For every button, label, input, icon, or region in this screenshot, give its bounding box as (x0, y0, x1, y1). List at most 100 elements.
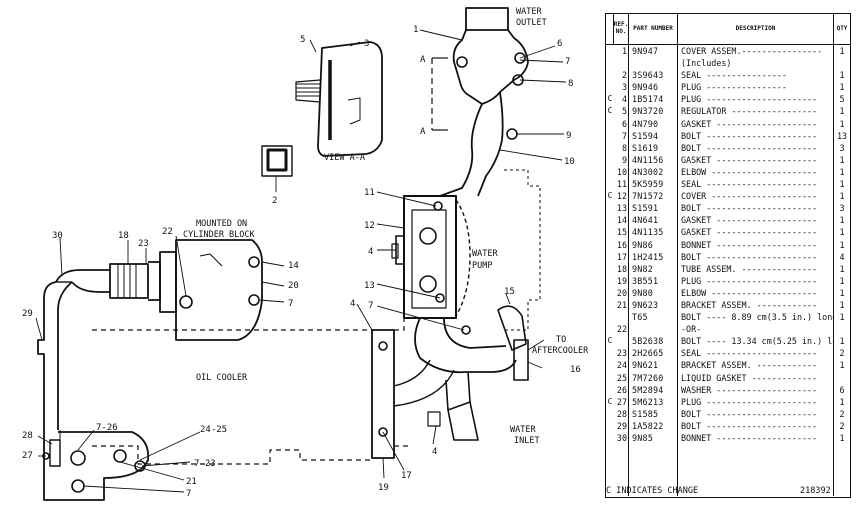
bottom-bracket (42, 430, 150, 501)
caption-water-outlet: OUTLET (516, 18, 547, 28)
callout-14: 14 (288, 261, 299, 271)
cell-description: LIQUID GASKET ------------- (681, 372, 818, 383)
cell-description: BONNET -------------------- (681, 433, 818, 443)
cell-part-number: 5K5959 (632, 179, 664, 190)
table-row: (Includes) (606, 57, 850, 69)
caption-water-inlet: INLET (514, 436, 540, 446)
cell-part-number: 9N82 (632, 263, 653, 274)
callout-7-26: 7-26 (96, 423, 118, 433)
cell-change-flag (606, 275, 614, 287)
cell-qty: 1 (839, 227, 845, 238)
cell-part-number: 9N947 (632, 46, 659, 56)
callout-28: 28 (22, 431, 33, 441)
header-part-number: PART NUMBER (629, 14, 678, 44)
cell-qty: 1 (839, 118, 845, 129)
cell-description: GASKET -------------------- (681, 227, 818, 238)
cell-description: WASHER -------------------- (681, 384, 818, 395)
cell-part-number (629, 323, 678, 335)
cell-ref-no: 21 (616, 299, 627, 310)
cell-part-number: S1585 (632, 408, 659, 419)
cell-part-number: 9N85 (632, 433, 653, 443)
cylinder-block-housing (175, 239, 263, 341)
cell-qty: 1 (839, 166, 845, 177)
cell-ref-no: 23 (616, 348, 627, 359)
cell-change-flag (606, 384, 614, 396)
table-body: 1 9N947 COVER ASSEM.---------------- 1 (Inc… (606, 45, 850, 496)
section-line-a-a (431, 57, 448, 131)
cell-ref-no: 19 (616, 275, 627, 286)
cover-assembly (439, 7, 529, 197)
cell-part-number: 3S9643 (632, 70, 664, 81)
cell-change-flag (606, 154, 614, 166)
pump-outlet-elbow (414, 305, 529, 441)
cell-part-number (629, 57, 678, 69)
cell-part-number: 5M6213 (632, 396, 664, 407)
cell-part-number: 9N621 (632, 360, 659, 371)
cell-ref-no (614, 311, 629, 323)
callout-29: 29 (22, 309, 33, 319)
regulator-detail (295, 41, 383, 157)
cell-change-flag (606, 178, 614, 190)
cell-ref-no: 5 (621, 106, 627, 117)
cell-part-number: 4N1135 (632, 227, 664, 238)
cell-part-number: T65 (632, 312, 648, 323)
cell-qty (834, 57, 850, 69)
cell-ref-no: 8 (621, 142, 627, 153)
callout-8: 8 (568, 79, 573, 89)
callout-13: 13 (364, 281, 375, 291)
cell-change-flag (606, 214, 614, 226)
cell-change-flag (606, 57, 614, 69)
callout-20: 20 (288, 281, 299, 291)
cell-change-flag (606, 372, 614, 384)
cell-description: BOLT ---------------------- (681, 408, 818, 419)
cell-description: COVER --------------------- (681, 191, 818, 202)
cell-description: SEAL ---------------- (681, 70, 787, 81)
cell-qty: 1 (839, 287, 845, 298)
figure-number: 218392 (800, 486, 831, 496)
cell-change-flag (606, 408, 614, 420)
cell-change-flag: C (607, 106, 613, 116)
cell-change-flag (606, 239, 614, 251)
cell-description: PLUG ---------------------- (681, 396, 818, 407)
cell-description: GASKET -------------------- (681, 215, 818, 226)
cell-qty: 1 (839, 360, 845, 371)
callout-7: 7 (368, 301, 373, 311)
cell-qty: 1 (839, 191, 845, 202)
cell-ref-no: 26 (616, 384, 627, 395)
cell-ref-no: 25 (616, 372, 627, 383)
cell-description: BOLT ---- 13.34 cm(5.25 in.) long --- (681, 336, 834, 347)
caption-water-pump: WATER (472, 249, 498, 259)
cell-description: COVER ASSEM.---------------- (681, 46, 823, 56)
callout-17: 17 (401, 471, 412, 481)
cell-part-number: 1B5174 (632, 94, 664, 105)
exploded-parts-diagram: 1 6 7 8 9 10 A A 5 3 2 11 12 4 13 7 4 15… (22, 7, 589, 501)
cell-qty: 1 (839, 433, 845, 443)
caption-to-aftercooler: TO (556, 335, 566, 345)
callout-23: 23 (138, 239, 149, 249)
leader-lines (35, 29, 567, 493)
water-pump-body (391, 169, 541, 331)
cell-change-flag (606, 432, 614, 444)
callout-21: 21 (186, 477, 197, 487)
cell-change-flag (606, 142, 614, 154)
callout-10: 10 (564, 157, 575, 167)
callout-27: 27 (22, 451, 33, 461)
cell-qty: 4 (839, 251, 845, 262)
cell-qty: 1 (839, 263, 845, 274)
cell-description: BOLT ---------------------- (681, 203, 818, 214)
callout-2: 2 (272, 196, 277, 206)
cell-part-number: 9N623 (632, 299, 659, 310)
cell-ref-no: 3 (621, 82, 627, 93)
